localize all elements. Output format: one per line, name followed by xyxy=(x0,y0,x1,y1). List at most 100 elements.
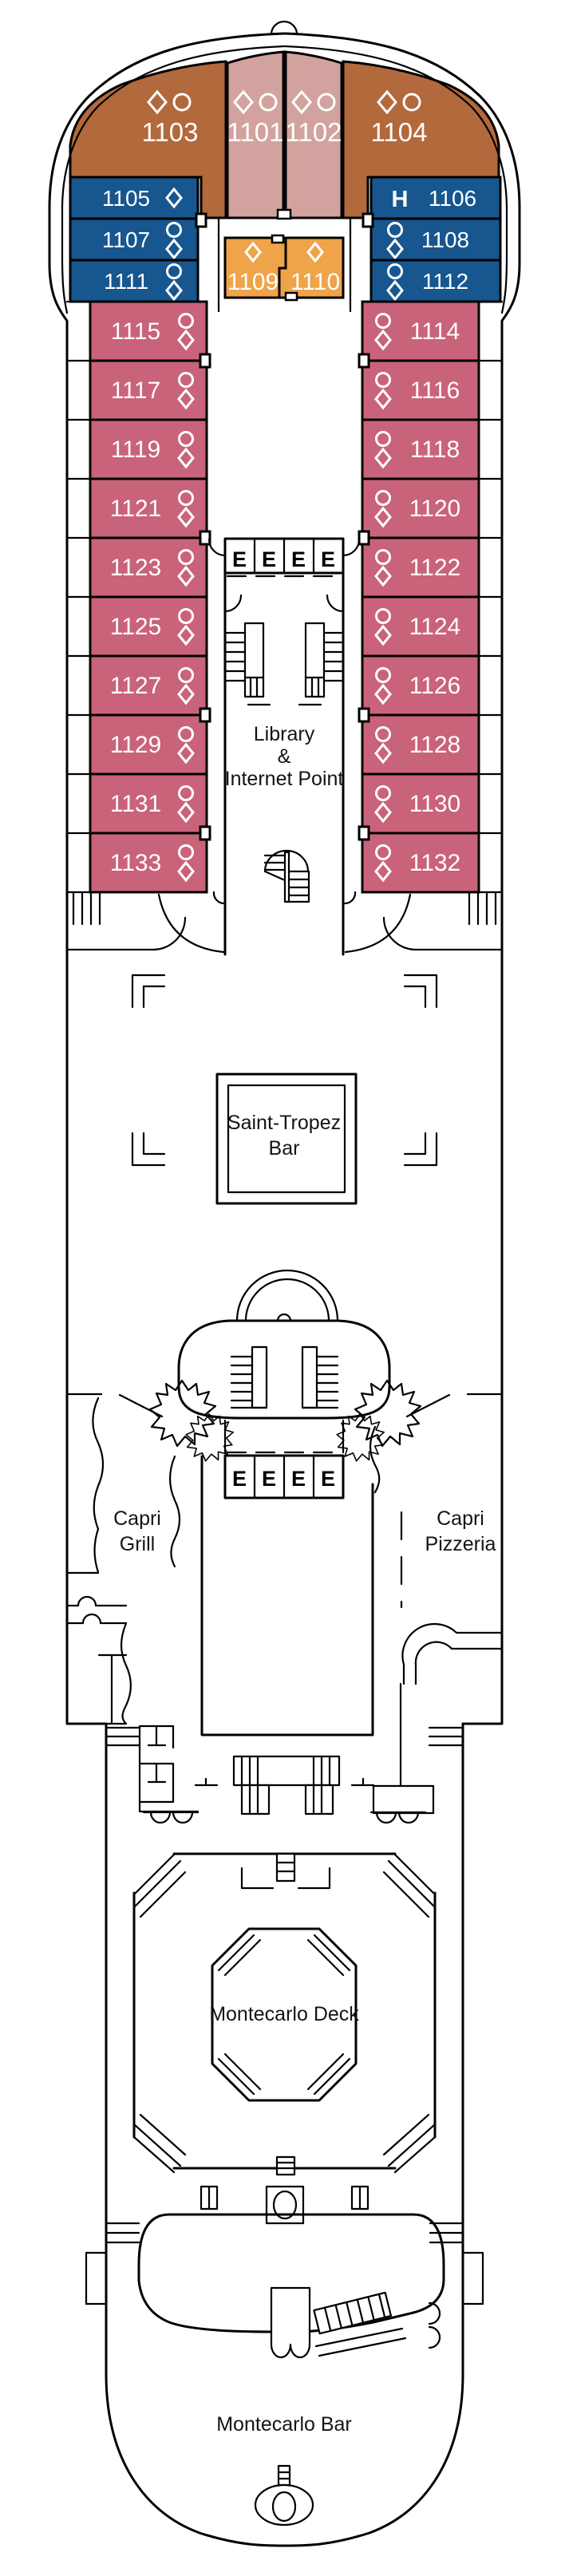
cabin-1103[interactable]: 1103 xyxy=(69,60,227,219)
cabin-1111[interactable]: 1111 xyxy=(69,259,200,303)
cabin-1131[interactable]: 1131 xyxy=(89,772,208,835)
cabin-1101[interactable]: 1101 xyxy=(226,50,285,219)
cabin-1124[interactable]: 1124 xyxy=(361,595,480,658)
cabin-number: 1119 xyxy=(111,437,160,463)
elevator-label[interactable]: E xyxy=(262,547,276,571)
montecarlo-bar-area: Montecarlo Bar xyxy=(137,2213,445,2527)
wavy-wall xyxy=(369,1425,381,1494)
cabin-number: 1126 xyxy=(409,673,461,699)
elevator-label[interactable]: E xyxy=(291,1467,306,1491)
bow-mast xyxy=(270,20,298,36)
capri-grill-area: Capri Grill xyxy=(67,1397,181,1725)
cabin-1107[interactable]: 1107 xyxy=(69,217,200,262)
saint-tropez-label-line1: Saint-Tropez xyxy=(227,1112,341,1134)
library-label-line3: Internet Point xyxy=(225,768,344,790)
cabin-1112[interactable]: 1112 xyxy=(369,259,502,303)
cabin-1127[interactable]: 1127 xyxy=(89,654,208,717)
cabin-1121[interactable]: 1121 xyxy=(89,477,208,539)
cabin-number: 1111 xyxy=(104,269,148,294)
cabin-number: 1130 xyxy=(409,791,461,817)
cabin-number: 1128 xyxy=(409,732,461,758)
library-area: Library & Internet Point xyxy=(225,723,344,790)
elevator-bank-lower: E E E E xyxy=(223,1451,345,1499)
library-label-line2: & xyxy=(278,745,291,768)
elevator-label[interactable]: E xyxy=(321,547,335,571)
cabin-number: 1131 xyxy=(110,791,162,817)
cabin-1129[interactable]: 1129 xyxy=(89,713,208,776)
pizzeria-counter-arcs xyxy=(401,1622,504,1685)
capri-grill-label-line2: Grill xyxy=(120,1533,155,1555)
corner-room xyxy=(372,1784,435,1815)
library-walls xyxy=(223,571,345,956)
cabin-1114[interactable]: 1114 xyxy=(361,300,480,362)
cabin-1119[interactable]: 1119 xyxy=(89,418,208,480)
cabin-1125[interactable]: 1125 xyxy=(89,595,208,658)
cabin-number: 1109 xyxy=(227,269,279,295)
cabin-1102[interactable]: 1102 xyxy=(284,50,343,219)
cabin-1109[interactable]: 1109 xyxy=(223,236,287,299)
cabin-number: 1124 xyxy=(409,614,461,640)
montecarlo-pool: Montecarlo Deck xyxy=(209,1927,359,2102)
cabin-1128[interactable]: 1128 xyxy=(361,713,480,776)
elevator-label[interactable]: E xyxy=(321,1467,335,1491)
cabin-number: 1121 xyxy=(110,496,162,522)
cabin-number: 1122 xyxy=(409,555,461,581)
cabin-number: 1114 xyxy=(410,318,460,345)
cabin-1116[interactable]: 1116 xyxy=(361,359,480,421)
cabin-1126[interactable]: 1126 xyxy=(361,654,480,717)
capri-pizzeria-area: Capri Pizzeria xyxy=(369,1425,504,1815)
cabin-number: 1102 xyxy=(286,117,342,147)
cabin-1105[interactable]: 1105 xyxy=(69,176,200,220)
cabin-number: 1129 xyxy=(110,732,162,758)
cabin-1106[interactable]: H 1106 xyxy=(369,176,502,220)
palm-icon xyxy=(354,1379,422,1448)
cabin-number: 1115 xyxy=(111,318,160,345)
capri-pizzeria-label-line2: Pizzeria xyxy=(425,1533,496,1555)
saint-tropez-bar: Saint-Tropez Bar xyxy=(215,1073,358,1205)
elevator-label[interactable]: E xyxy=(291,547,306,571)
saint-tropez-label-line2: Bar xyxy=(269,1137,300,1160)
wavy-wall xyxy=(168,1455,181,1568)
montecarlo-bar-label: Montecarlo Bar xyxy=(216,2413,352,2436)
cabin-number: 1118 xyxy=(410,437,460,463)
cabin-number: 1108 xyxy=(421,227,469,252)
cabin-1117[interactable]: 1117 xyxy=(89,359,208,421)
cabin-1120[interactable]: 1120 xyxy=(361,477,480,539)
cabin-number: 1106 xyxy=(429,186,476,211)
cabin-number: 1125 xyxy=(110,614,162,640)
cabin-number: 1117 xyxy=(111,377,160,404)
handicap-icon: H xyxy=(392,187,409,212)
palm-icon xyxy=(185,1412,235,1462)
elevator-label[interactable]: E xyxy=(232,547,247,571)
cabin-1108[interactable]: 1108 xyxy=(369,217,502,262)
cabin-1118[interactable]: 1118 xyxy=(361,418,480,480)
cabin-number: 1127 xyxy=(110,673,162,699)
capri-grill-label-line1: Capri xyxy=(113,1507,161,1530)
cabin-1110[interactable]: 1110 xyxy=(278,236,345,299)
cabin-1133[interactable]: 1133 xyxy=(89,832,208,894)
cabin-1122[interactable]: 1122 xyxy=(361,536,480,599)
stern-whirlpool xyxy=(254,2464,314,2527)
gangway xyxy=(232,1755,341,1815)
cabin-1115[interactable]: 1115 xyxy=(89,300,208,362)
cabin-number: 1123 xyxy=(110,555,162,581)
elevator-label[interactable]: E xyxy=(232,1467,247,1491)
elevator-label[interactable]: E xyxy=(262,1467,276,1491)
montecarlo-deckhouse xyxy=(172,1852,397,2176)
cabin-number: 1104 xyxy=(371,117,428,147)
galley-counter xyxy=(67,1595,128,1625)
cabin-1132[interactable]: 1132 xyxy=(361,832,480,894)
grand-staircase xyxy=(177,1269,391,1454)
cabin-number: 1110 xyxy=(290,269,340,295)
cabin-1130[interactable]: 1130 xyxy=(361,772,480,835)
cabin-number: 1116 xyxy=(410,377,460,404)
cabin-number: 1107 xyxy=(102,227,150,252)
montecarlo-deck-label: Montecarlo Deck xyxy=(209,2003,359,2025)
cabin-1123[interactable]: 1123 xyxy=(89,536,208,599)
service-rooms xyxy=(138,1725,200,1813)
cabin-number: 1103 xyxy=(142,117,199,147)
cabin-number: 1112 xyxy=(422,269,468,294)
door-notch xyxy=(271,234,285,244)
